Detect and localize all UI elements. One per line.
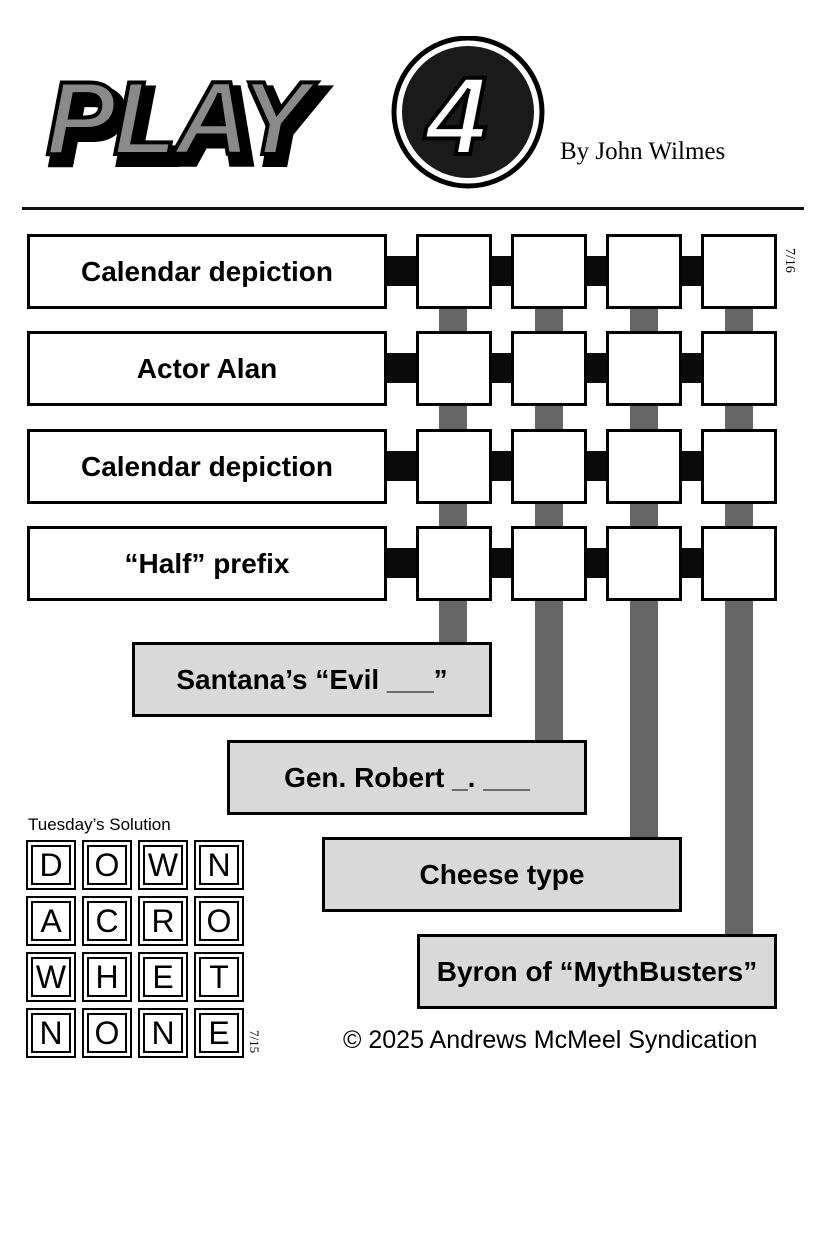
play4-logo-graphic: PLAY PLAY 4 <box>44 36 545 190</box>
solution-cell: O <box>194 896 244 946</box>
solution-cell: E <box>138 952 188 1002</box>
grid-cell-r1c3[interactable] <box>606 234 682 309</box>
solution-cell: N <box>194 840 244 890</box>
solution-cell: W <box>26 952 76 1002</box>
solution-cell: N <box>138 1008 188 1058</box>
grid-cell-r3c2[interactable] <box>511 429 587 504</box>
solution-cell: A <box>26 896 76 946</box>
solution-letter: O <box>87 845 127 885</box>
solution-letter: H <box>87 957 127 997</box>
solution-letter: W <box>31 957 71 997</box>
solution-cell: T <box>194 952 244 1002</box>
svg-text:PLAY: PLAY <box>46 61 318 177</box>
grid-cell-r1c1[interactable] <box>416 234 492 309</box>
solution-cell: E <box>194 1008 244 1058</box>
across-clue-1: Calendar depiction <box>27 234 387 309</box>
grid-cell-r4c1[interactable] <box>416 526 492 601</box>
solution-letter: T <box>199 957 239 997</box>
svg-text:PLAY: PLAY <box>52 69 324 185</box>
grid-cell-r2c3[interactable] <box>606 331 682 406</box>
solution-letter: A <box>31 901 71 941</box>
solution-cell: C <box>82 896 132 946</box>
solution-cell: R <box>138 896 188 946</box>
solution-date: 7/15 <box>247 1030 262 1054</box>
grid-cell-r1c4[interactable] <box>701 234 777 309</box>
solution-letter: N <box>199 845 239 885</box>
grid-cell-r1c2[interactable] <box>511 234 587 309</box>
down-clue-2: Gen. Robert _. ___ <box>227 740 587 815</box>
across-clue-3: Calendar depiction <box>27 429 387 504</box>
grid-cell-r4c4[interactable] <box>701 526 777 601</box>
solution-cell: D <box>26 840 76 890</box>
solution-cell: H <box>82 952 132 1002</box>
solution-cell: W <box>138 840 188 890</box>
solution-letter: R <box>143 901 183 941</box>
byline: By John Wilmes <box>560 138 726 165</box>
play4-logo: PLAY PLAY 4 <box>40 36 560 192</box>
solution-letter: E <box>199 1013 239 1053</box>
grid-cell-r4c2[interactable] <box>511 526 587 601</box>
down-clue-1: Santana’s “Evil ___” <box>132 642 492 717</box>
puzzle-date: 7/16 <box>782 248 797 273</box>
solution-letter: C <box>87 901 127 941</box>
solution-letter: N <box>31 1013 71 1053</box>
down-clue-3: Cheese type <box>322 837 682 912</box>
grid-cell-r3c1[interactable] <box>416 429 492 504</box>
solution-letter: O <box>199 901 239 941</box>
solution-cell: O <box>82 1008 132 1058</box>
svg-text:4: 4 <box>424 55 487 178</box>
across-clue-2: Actor Alan <box>27 331 387 406</box>
header-divider <box>22 207 804 210</box>
solution-title: Tuesday’s Solution <box>28 815 171 834</box>
solution-letter: D <box>31 845 71 885</box>
copyright-notice: © 2025 Andrews McMeel Syndication <box>343 1026 758 1054</box>
solution-letter: W <box>143 845 183 885</box>
solution-letter: N <box>143 1013 183 1053</box>
solution-letter: O <box>87 1013 127 1053</box>
solution-letter: E <box>143 957 183 997</box>
grid-cell-r4c3[interactable] <box>606 526 682 601</box>
grid-cell-r3c4[interactable] <box>701 429 777 504</box>
solution-cell: N <box>26 1008 76 1058</box>
grid-cell-r2c4[interactable] <box>701 331 777 406</box>
grid-cell-r3c3[interactable] <box>606 429 682 504</box>
down-clue-4: Byron of “MythBusters” <box>417 934 777 1009</box>
solution-cell: O <box>82 840 132 890</box>
grid-cell-r2c2[interactable] <box>511 331 587 406</box>
grid-cell-r2c1[interactable] <box>416 331 492 406</box>
across-clue-4: “Half” prefix <box>27 526 387 601</box>
down-connector-4 <box>725 305 753 937</box>
